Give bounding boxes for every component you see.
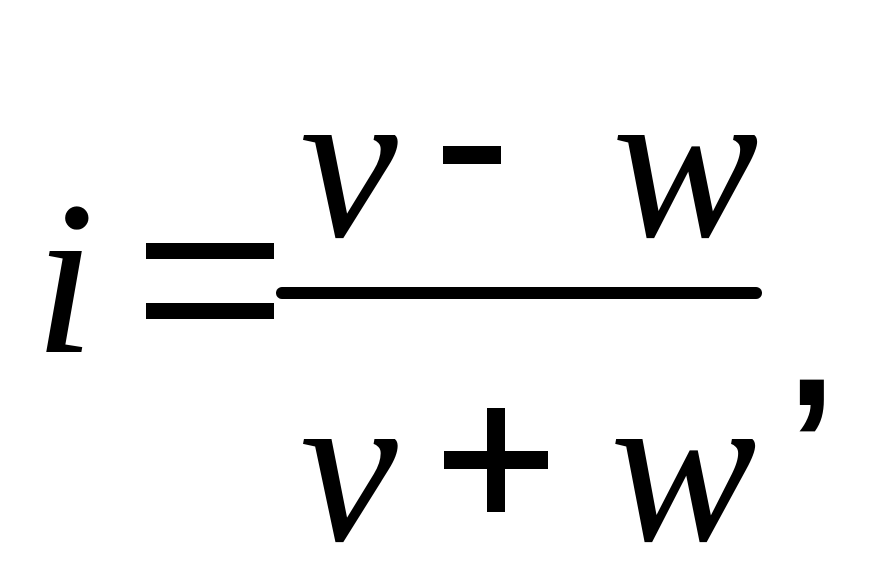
plus-vertical-stroke: [487, 408, 505, 512]
trailing-comma: ,: [788, 252, 836, 442]
formula-canvas: i v w v w ,: [34, 40, 836, 576]
formula-lhs-variable: i: [34, 156, 96, 400]
numerator-minus-operator: [443, 146, 501, 164]
fraction-bar: [276, 287, 762, 299]
numerator-left-variable: v: [300, 40, 398, 284]
denominator-left-variable: v: [300, 344, 398, 588]
equals-top-bar: [146, 243, 274, 259]
equals-bottom-bar: [146, 303, 274, 319]
numerator-right-variable: w: [612, 40, 759, 284]
denominator-right-variable: w: [610, 344, 757, 588]
